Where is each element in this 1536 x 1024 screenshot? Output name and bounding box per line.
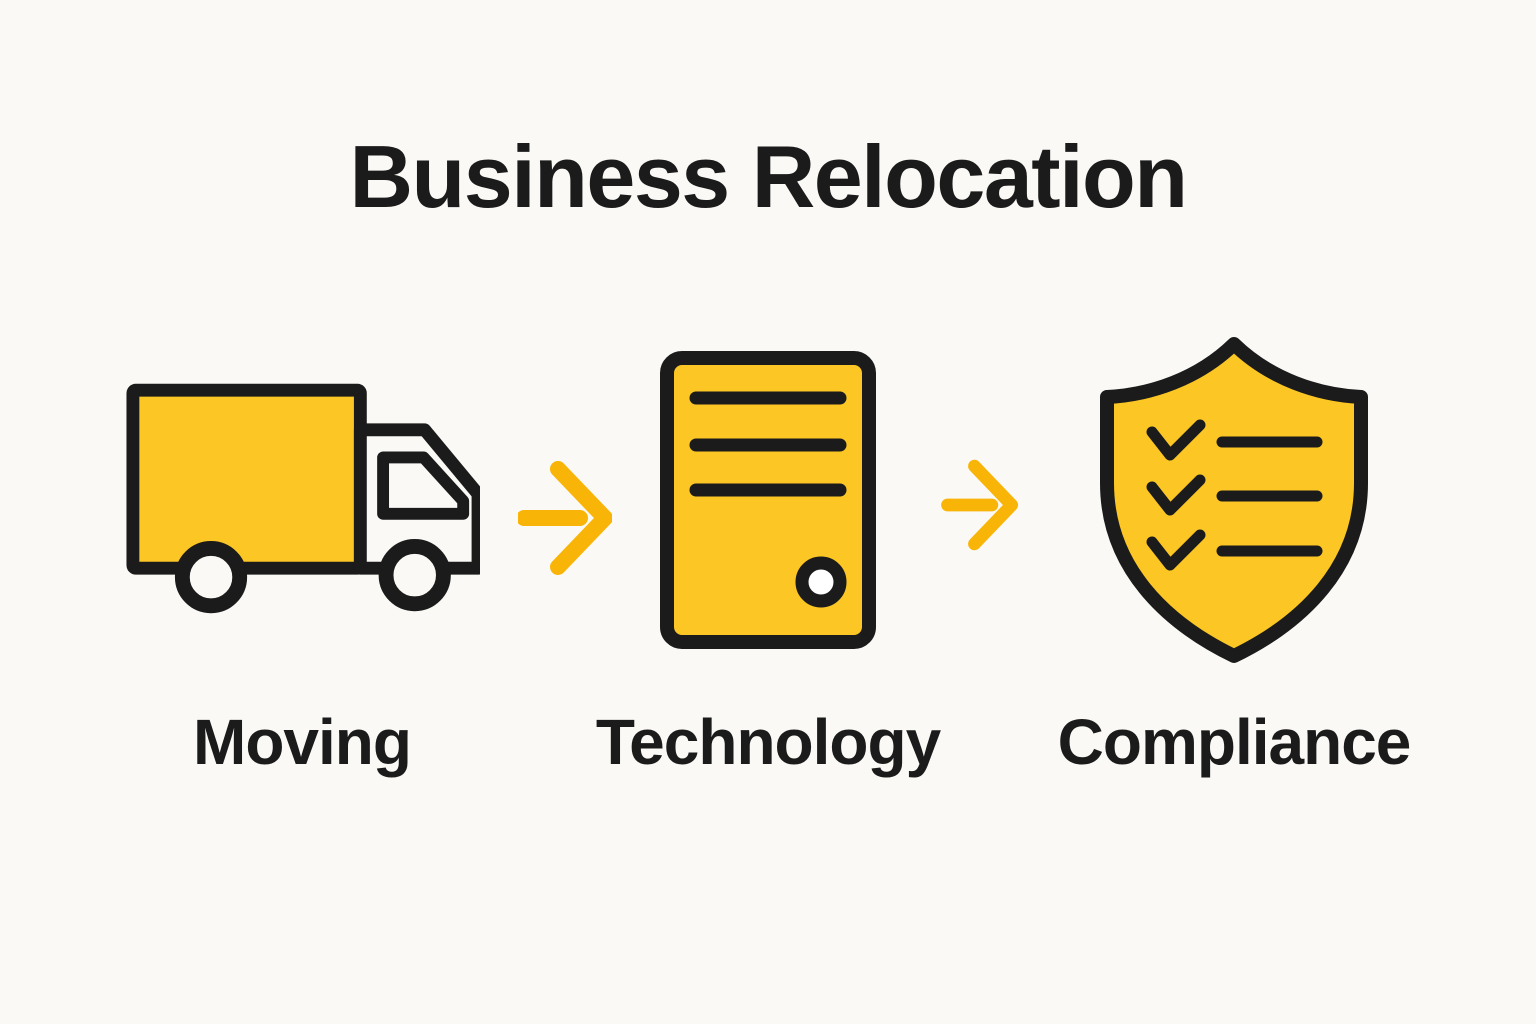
- step-label-compliance: Compliance: [1057, 706, 1412, 778]
- process-flow: Moving Technology: [69, 335, 1467, 779]
- step-label-technology: Technology: [595, 706, 941, 778]
- step-technology: Technology: [535, 335, 1001, 779]
- right-arrow-icon: [518, 460, 612, 576]
- step-compliance: Compliance: [1001, 335, 1467, 779]
- step-label-moving: Moving: [193, 706, 412, 778]
- server-icon: [658, 335, 878, 665]
- truck-icon: [124, 335, 480, 665]
- right-arrow-icon: [938, 459, 1022, 551]
- page-title: Business Relocation: [349, 127, 1188, 226]
- shield-checklist-icon: [1094, 335, 1374, 665]
- step-moving: Moving: [69, 335, 535, 779]
